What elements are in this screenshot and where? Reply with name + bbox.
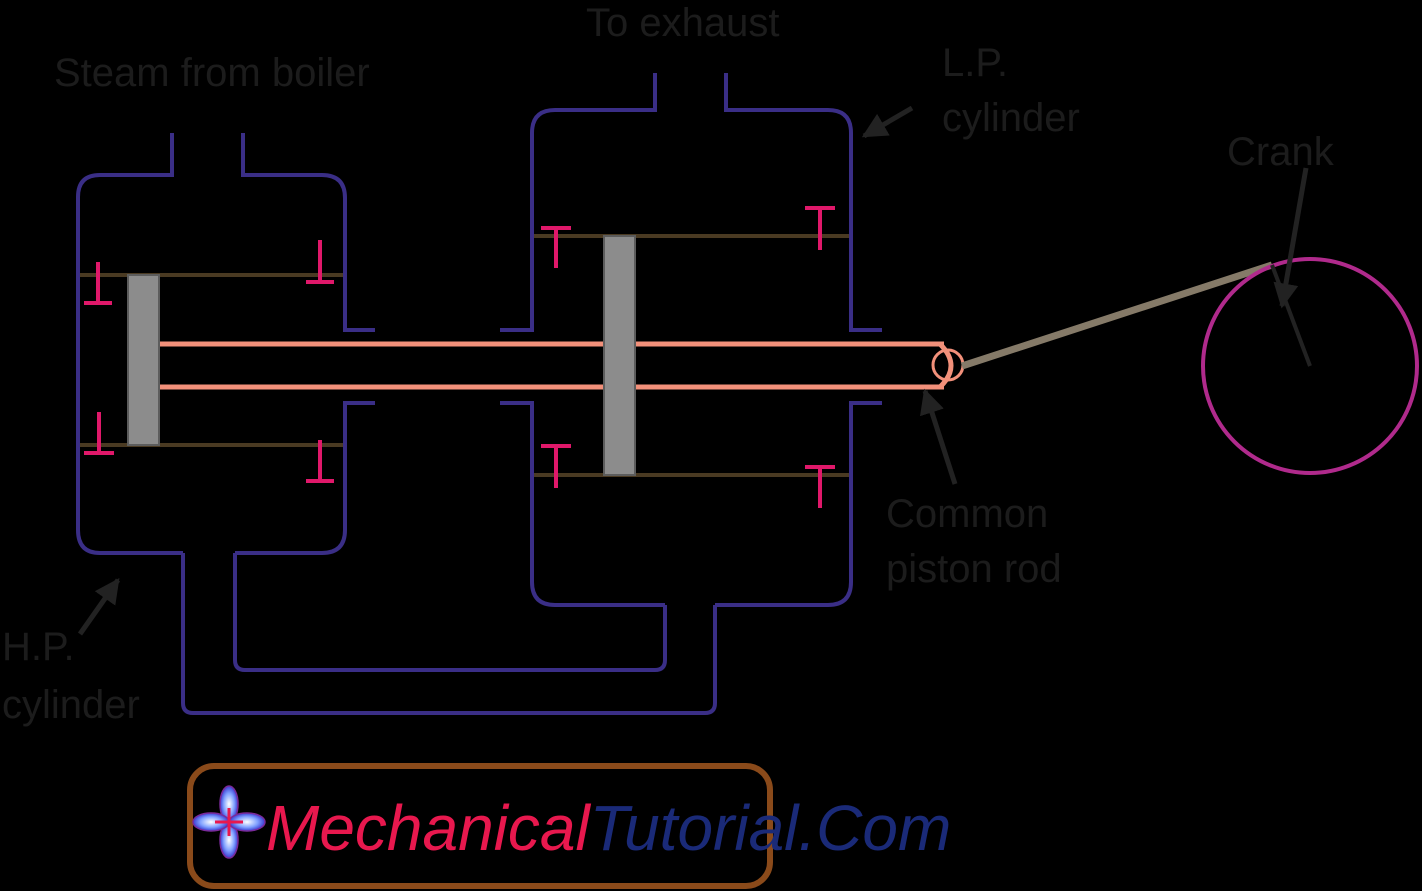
- crank-arm: [1270, 264, 1312, 367]
- crank-arrow: [1273, 167, 1309, 309]
- hp-arrow: [77, 577, 121, 636]
- ring-lp-top-right: [805, 206, 835, 250]
- lp-arrow: [861, 105, 914, 139]
- lp-cylinder-right-bottom-wall: [715, 401, 882, 607]
- outer-passage: [181, 553, 717, 715]
- ring-lp-top-left: [541, 226, 571, 268]
- common-piston-rod-line1: Common: [886, 492, 1048, 536]
- crank-circle: [1201, 257, 1419, 475]
- ring-lp-bottom-right: [805, 465, 835, 508]
- hp-piston: [127, 274, 160, 446]
- steam-from-boiler-label: Steam from boiler: [54, 51, 370, 95]
- hp-cylinder: [76, 133, 375, 555]
- lp-label-line1: L.P.: [942, 41, 1008, 85]
- lp-piston: [603, 235, 636, 476]
- hp-cylinder-top-right-wall: [241, 133, 375, 332]
- lp-cylinder-right-top-wall: [724, 73, 882, 332]
- logo-frame: [187, 763, 773, 889]
- flower-icon: [192, 785, 266, 859]
- lp-cylinder: [500, 73, 882, 607]
- lp-cylinder-left-bottom-wall: [500, 401, 665, 607]
- logo-text-mechanical: Mechanical: [266, 792, 592, 864]
- ring-lp-bottom-left: [541, 444, 571, 488]
- piston-rod-arrow: [920, 388, 958, 485]
- diagram-labels: Steam from boiler To exhaust L.P. cylind…: [2, 1, 1335, 727]
- logo-text-tutorial: Tutorial.Com: [590, 792, 952, 864]
- ring-hp-top-left: [84, 262, 112, 305]
- crosshead: [938, 342, 954, 389]
- valve-rings: [84, 206, 835, 508]
- connecting-rod: [960, 261, 1274, 370]
- common-piston-rod-line2: piston rod: [886, 547, 1062, 591]
- hp-cylinder-bottom-right-wall: [235, 401, 375, 555]
- common-piston-rod: [160, 341, 965, 390]
- ring-hp-top-right: [306, 240, 334, 284]
- lp-cylinder-left-top-wall: [500, 73, 657, 332]
- logo-text: MechanicalTutorial.Com: [266, 792, 951, 864]
- hp-label-line1: H.P.: [2, 625, 75, 669]
- pointer-arrows: [77, 105, 1309, 636]
- to-exhaust-label: To exhaust: [586, 1, 779, 45]
- lp-label-line2: cylinder: [942, 96, 1080, 140]
- inner-passage: [233, 553, 667, 672]
- steam-passages: [181, 553, 717, 715]
- crank-label: Crank: [1227, 130, 1335, 174]
- mechanicaltutorial-logo: MechanicalTutorial.Com: [187, 763, 951, 889]
- hp-cylinder-top-wall: [76, 133, 183, 555]
- ring-hp-bottom-right: [306, 440, 334, 483]
- ring-hp-bottom-left: [84, 412, 114, 455]
- cylinder-liners: [80, 234, 849, 477]
- hp-label-line2: cylinder: [2, 683, 140, 727]
